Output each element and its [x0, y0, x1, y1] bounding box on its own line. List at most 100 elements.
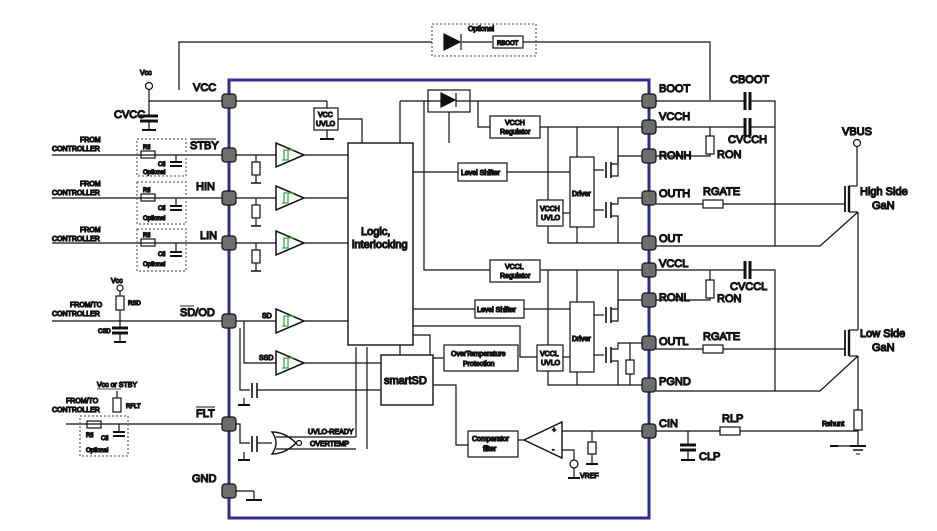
vcch-reg-1: VCCH: [505, 120, 525, 127]
pin-out: [641, 235, 657, 251]
vcc-sd-terminal: [116, 284, 124, 292]
overtemp-1: OverTemperature: [451, 351, 506, 358]
pin-pgnd-label: PGND: [659, 376, 691, 388]
comp-minus: -: [552, 447, 555, 454]
vcc-or-stby-label: Vcc or STBY: [97, 382, 137, 389]
rshunt-resistor: [853, 409, 863, 431]
vcc-uvlo-2: UVLO: [316, 121, 336, 128]
pin-ronh: [641, 148, 657, 164]
pd-stby: [251, 161, 261, 176]
from-to-ctrl-1b: CONTROLLER: [52, 311, 100, 318]
fet-top-hi-d: [611, 127, 619, 165]
ronh-w-bot: [656, 154, 711, 157]
smartsd-block: [380, 354, 434, 406]
schmitt-stby: [275, 141, 306, 169]
pin-outl-label: OUTL: [659, 336, 688, 348]
opt-flt-label: Optional: [86, 448, 108, 454]
from-ctrl-2b: CONTROLLER: [52, 190, 100, 197]
pin-pgnd: [641, 377, 657, 393]
from-to-ctrl-2b: CONTROLLER: [52, 407, 100, 414]
ssd-sig-label: SSD: [259, 355, 273, 362]
pd-cin: [587, 441, 597, 455]
boot-diode-optional: [443, 33, 462, 51]
cboot-label: CBOOT: [730, 74, 769, 86]
ic-boundary: [227, 78, 651, 520]
pin-gnd: [221, 483, 237, 499]
vbus-label: VBUS: [842, 126, 872, 138]
ls-label-2: GaN: [872, 342, 895, 354]
opt-filter-stby: [136, 138, 187, 177]
comparator-1: Comparator: [472, 436, 510, 443]
comp-plus: +: [552, 427, 556, 434]
rboot-label: RBOOT: [497, 41, 519, 47]
pin-gnd-label: GND: [192, 473, 217, 485]
rfi-flt-label: Rfi: [86, 433, 93, 439]
cin-comparator: [522, 420, 563, 460]
vcch-uvlo-2: UVLO: [541, 215, 561, 222]
fet-bot-lo-s: [611, 360, 619, 385]
vcc-uvlo-out: [338, 118, 363, 143]
pin-flt: [221, 416, 237, 432]
fet-top-hi-s: [611, 155, 642, 177]
vccl-uvlo-2: UVLO: [541, 360, 561, 367]
optional-box-top: [431, 23, 537, 57]
pin-ronl-label: RONL: [659, 292, 690, 304]
pin-stby-label: STBY: [190, 140, 219, 152]
logic-label-1: Logic,: [361, 226, 390, 238]
smartsd-to-comp: [433, 384, 468, 446]
rgate-l-label: RGATE: [703, 331, 740, 343]
pin-ronl: [641, 292, 657, 308]
rfi-lin-label: Rfi: [143, 233, 150, 239]
pin-lin: [221, 235, 237, 251]
hs-label-2: GaN: [872, 200, 895, 212]
cfi-hin-label: Cfi: [158, 206, 165, 212]
vccl-uvlo-to-logic: [413, 325, 537, 358]
pin-hin: [221, 190, 237, 206]
vcch-uvlo-gnd: [547, 226, 642, 244]
rfi-hin-label: Rfi: [143, 188, 150, 194]
vcc-supply-label: Vcc: [140, 70, 152, 77]
cvcc-label: CVCC: [114, 109, 145, 121]
opt-filter-hin: [136, 181, 187, 225]
overtemp-sig-label: OVERTEMP: [310, 441, 349, 448]
ls-top-label: Level Shifter: [461, 170, 501, 177]
pd-hin: [251, 204, 261, 219]
from-to-ctrl-1a: FROM/TO: [70, 302, 103, 309]
vref-label: VREF: [580, 473, 599, 480]
pin-hin-label: HIN: [196, 181, 215, 193]
vref-wire: [562, 449, 575, 460]
wire-cboot-out: [750, 100, 776, 246]
rfi-lin: [140, 238, 156, 247]
vcc-terminal: [144, 81, 154, 91]
schmitt-sd: [275, 307, 306, 335]
rgate-h-resistor: [702, 199, 724, 209]
schmitt-lin-sym: [282, 237, 294, 249]
rlp-resistor: [719, 426, 741, 436]
cfi-flt-label: Cfi: [101, 436, 108, 442]
hs-label-1: High Side: [860, 186, 908, 198]
fet-bot-hi-s: [611, 299, 642, 322]
pin-boot-label: BOOT: [659, 83, 690, 95]
schmitt-hin: [275, 184, 306, 212]
nor-gate: [270, 431, 297, 455]
vcch-uvlo-1: VCCH: [540, 206, 560, 213]
driver-top: [569, 156, 595, 228]
cvcch-label: CVCCH: [728, 134, 767, 146]
pin-vcch: [641, 119, 657, 135]
pin-lin-label: LIN: [200, 230, 217, 242]
driver-top-label: Driver: [572, 191, 591, 198]
pin-sd-od-label: SD/OD: [180, 307, 215, 319]
comparator-filter-block: [467, 430, 519, 458]
from-ctrl-3b: CONTROLLER: [52, 236, 100, 243]
pin-outh-label: OUTH: [659, 188, 690, 200]
int-boot-diode: [440, 92, 457, 108]
pin-vcc: [221, 93, 237, 109]
flt-fet-drain: [236, 423, 250, 444]
pin-out-label: OUT: [659, 233, 683, 245]
vccl-reg-in: [423, 101, 490, 271]
rfi-hin: [140, 193, 156, 202]
cvccl-label: CVCCL: [730, 281, 767, 293]
rsd-resistor: [115, 295, 125, 311]
pin-vcch-label: VCCH: [659, 111, 690, 123]
